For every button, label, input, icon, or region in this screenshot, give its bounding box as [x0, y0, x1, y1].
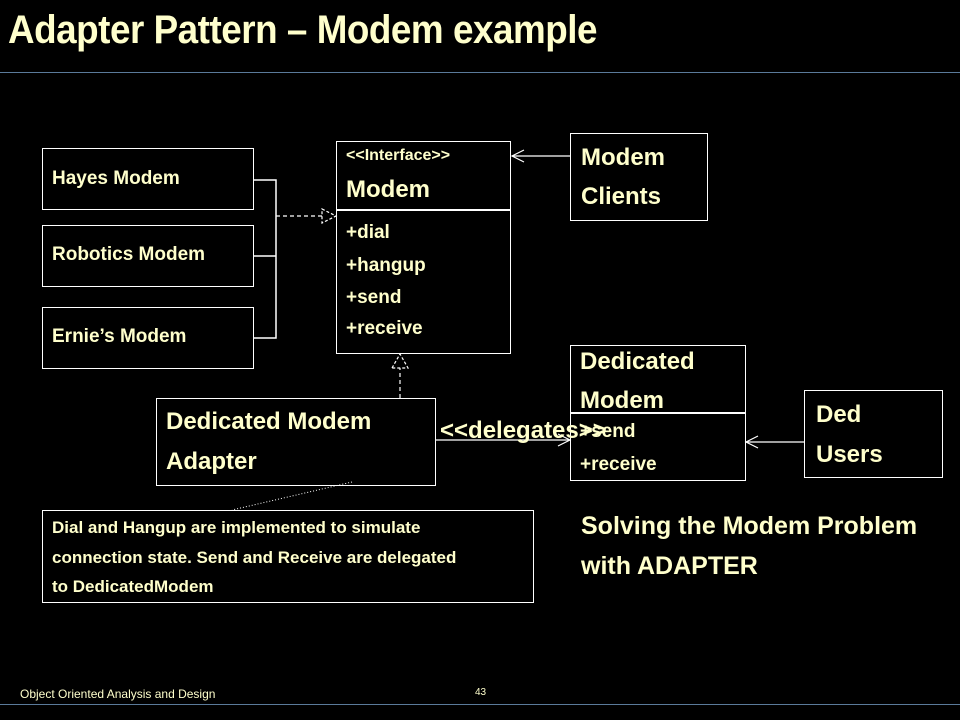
dedicated-modem-divider — [570, 412, 746, 414]
implementation-note — [42, 510, 534, 603]
modem-interface-divider — [336, 209, 511, 211]
note-line1: Dial and Hangup are implemented to simul… — [52, 518, 421, 537]
modem-implementations-bracket — [254, 179, 277, 339]
modem-clients-class — [570, 133, 708, 221]
ded-users-line1: Ded — [816, 401, 862, 428]
footer-divider — [0, 704, 960, 705]
modem-op-dial: +dial — [346, 222, 390, 243]
hayes-modem-class — [42, 148, 254, 210]
modem-clients-line1: Modem — [581, 144, 665, 171]
modem-interface-name: Modem — [346, 176, 430, 203]
dedicated-modem-name-line1: Dedicated — [580, 348, 695, 375]
dedicated-modem-op-send: +send — [580, 421, 636, 442]
realization-arrowhead-adapter — [390, 352, 410, 369]
note-line2: connection state. Send and Receive are d… — [52, 548, 457, 567]
adapter-name-line1: Dedicated Modem — [166, 408, 372, 435]
modem-op-send: +send — [346, 287, 402, 308]
dedicated-modem-op-receive: +receive — [580, 454, 657, 475]
title-divider — [0, 72, 960, 73]
dedicated-modem-name-line2: Modem — [580, 387, 664, 414]
modem-interface-stereotype: <<Interface>> — [346, 147, 451, 164]
slide-title: Adapter Pattern – Modem example — [8, 8, 598, 52]
dedicated-modem-adapter-class — [156, 398, 436, 486]
footer-page-number: 43 — [475, 687, 487, 698]
modem-interface-class — [336, 141, 511, 354]
note-anchor-line — [231, 481, 353, 511]
footer-course: Object Oriented Analysis and Design — [20, 687, 216, 701]
users-to-dedicated-arrowhead — [744, 435, 759, 449]
modem-op-hangup: +hangup — [346, 255, 426, 276]
hayes-modem-label: Hayes Modem — [52, 168, 180, 189]
robotics-modem-class — [42, 225, 254, 287]
modem-clients-line2: Clients — [581, 183, 662, 210]
clients-to-modem-arrowhead — [510, 149, 525, 163]
ded-users-class — [804, 390, 943, 478]
ded-users-line2: Users — [816, 441, 883, 468]
robotics-modem-label: Robotics Modem — [52, 244, 206, 265]
delegates-label: <<delegates>> — [440, 417, 607, 444]
modem-op-receive: +receive — [346, 318, 423, 339]
ernies-modem-class — [42, 307, 254, 369]
ernies-modem-label: Ernie’s Modem — [52, 326, 187, 347]
adapter-name-line2: Adapter — [166, 448, 257, 475]
realization-arrowhead-implementations — [321, 208, 338, 224]
caption-line2: with ADAPTER — [581, 552, 758, 580]
caption-line1: Solving the Modem Problem — [581, 512, 918, 540]
note-line3: to DedicatedModem — [52, 577, 214, 596]
